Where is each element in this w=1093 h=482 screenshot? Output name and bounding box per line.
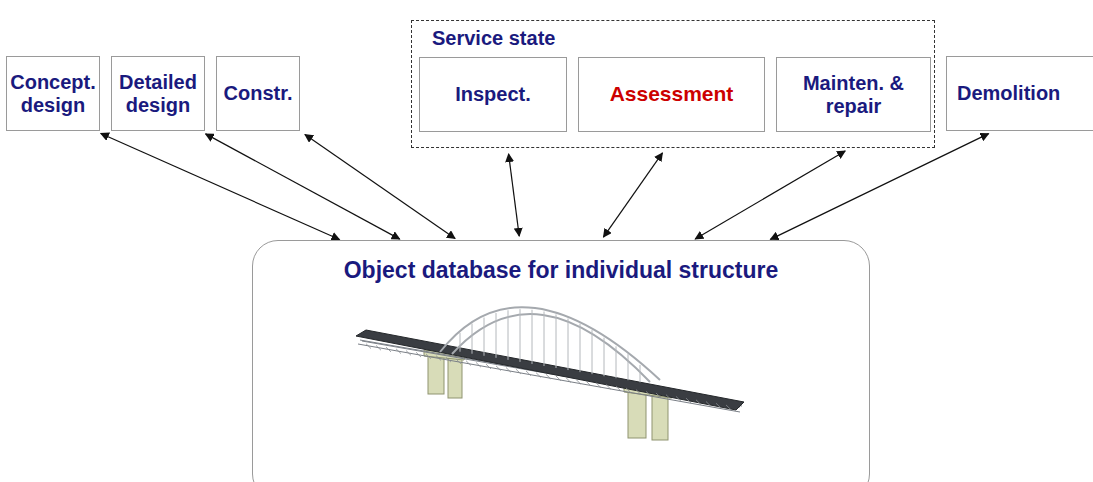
truss-strut bbox=[666, 395, 671, 400]
hanger bbox=[616, 346, 617, 378]
truss-strut bbox=[656, 393, 661, 398]
hanger bbox=[568, 318, 569, 370]
double-arrow bbox=[770, 134, 988, 240]
phase-label: Assessment bbox=[610, 82, 734, 106]
truss-strut bbox=[676, 396, 681, 401]
truss-strut bbox=[616, 386, 621, 391]
hanger bbox=[520, 309, 521, 362]
truss-strut bbox=[686, 398, 691, 403]
phase-box: Concept. design bbox=[6, 56, 100, 131]
phase-label: Detailed design bbox=[115, 71, 201, 117]
truss-strut bbox=[536, 373, 541, 378]
truss-strut bbox=[496, 366, 501, 371]
phase-box: Demolition bbox=[946, 56, 1093, 131]
group-heading: Service state bbox=[432, 27, 555, 50]
truss-strut bbox=[436, 356, 441, 361]
truss-strut bbox=[706, 402, 711, 407]
truss-strut bbox=[716, 403, 721, 408]
group-box: Service stateInspect. Assessment Mainten. … bbox=[411, 20, 935, 148]
double-arrow bbox=[206, 134, 400, 239]
hanger bbox=[532, 310, 533, 364]
truss-strut bbox=[486, 364, 491, 369]
phase-box: Mainten. & repair bbox=[776, 57, 931, 132]
truss-strut bbox=[476, 362, 481, 367]
truss-strut bbox=[396, 349, 401, 354]
truss-strut bbox=[606, 385, 611, 390]
truss-strut bbox=[646, 391, 651, 396]
hanger bbox=[508, 310, 509, 360]
double-arrow bbox=[603, 153, 662, 237]
database-box: Object database for individual structure bbox=[252, 240, 870, 482]
hanger bbox=[472, 324, 473, 354]
truss-strut bbox=[576, 379, 581, 384]
double-arrow bbox=[695, 151, 845, 239]
truss-strut bbox=[466, 361, 471, 366]
phase-label: Mainten. & repair bbox=[780, 72, 927, 118]
phase-box: Inspect. bbox=[419, 57, 567, 132]
hanger bbox=[460, 333, 461, 352]
hanger bbox=[544, 311, 545, 365]
hanger bbox=[556, 314, 557, 368]
truss-strut bbox=[456, 359, 461, 364]
hanger bbox=[580, 324, 581, 372]
hanger bbox=[628, 354, 629, 380]
truss-strut bbox=[376, 345, 381, 350]
truss-strut bbox=[556, 376, 561, 381]
phase-box: Detailed design bbox=[111, 56, 205, 131]
database-title: Object database for individual structure bbox=[344, 257, 779, 283]
phase-label: Demolition bbox=[957, 82, 1060, 105]
hanger bbox=[484, 318, 485, 356]
truss-strut bbox=[406, 351, 411, 356]
truss-strut bbox=[366, 344, 371, 349]
hanger bbox=[604, 338, 605, 377]
truss-strut bbox=[446, 357, 451, 362]
truss-strut bbox=[696, 400, 701, 405]
truss-strut bbox=[636, 390, 641, 395]
truss-strut bbox=[596, 383, 601, 388]
truss-strut bbox=[516, 369, 521, 374]
hanger bbox=[496, 313, 497, 358]
hanger bbox=[592, 330, 593, 374]
truss-strut bbox=[416, 352, 421, 357]
double-arrow bbox=[509, 154, 520, 236]
truss-strut bbox=[626, 388, 631, 393]
phase-label: Inspect. bbox=[455, 83, 531, 106]
phase-label: Concept. design bbox=[10, 71, 96, 117]
truss-strut bbox=[386, 347, 391, 352]
hanger bbox=[640, 365, 641, 382]
truss-strut bbox=[726, 405, 731, 410]
truss-strut bbox=[506, 368, 511, 373]
truss-strut bbox=[426, 354, 431, 359]
truss-strut bbox=[546, 374, 551, 379]
double-arrow bbox=[305, 134, 455, 238]
phase-box: Assessment bbox=[578, 57, 765, 132]
truss-strut bbox=[526, 371, 531, 376]
truss-strut bbox=[566, 378, 571, 383]
phase-box: Constr. bbox=[216, 56, 300, 131]
phase-label: Constr. bbox=[224, 82, 293, 105]
truss-strut bbox=[586, 381, 591, 386]
